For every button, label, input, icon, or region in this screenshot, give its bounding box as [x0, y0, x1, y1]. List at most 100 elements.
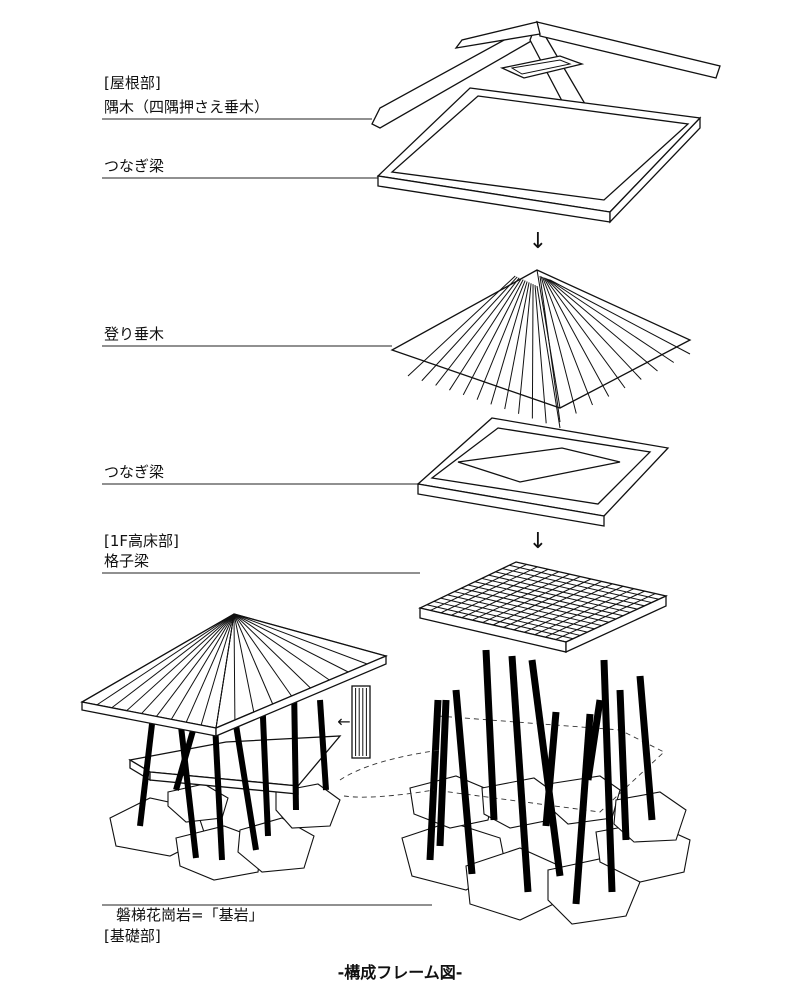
house-rafters — [81, 613, 387, 729]
lattice-line — [447, 594, 595, 630]
rafter-members — [407, 275, 691, 429]
rafter-member — [462, 279, 524, 396]
house-rafter — [233, 613, 274, 705]
label-foundation-section: [基礎部] — [104, 927, 161, 945]
top-ring-frame — [499, 55, 585, 79]
rafter-member — [476, 280, 526, 400]
house-rafter — [233, 613, 292, 697]
arrow-down-2: ↓ — [529, 529, 547, 554]
label-tie-beam-top: つなぎ梁 — [104, 157, 164, 175]
arrow-down-1: ↓ — [529, 229, 547, 254]
pile — [291, 685, 299, 811]
lattice-line — [433, 600, 581, 636]
label-tie-beam-middle: つなぎ梁 — [104, 463, 164, 481]
arrow-left: ← — [337, 712, 350, 731]
bedrock-right — [401, 649, 691, 925]
pile — [452, 689, 476, 875]
tie-beam-middle-front-face — [417, 483, 605, 527]
rafter-member — [545, 278, 642, 380]
rafter-member — [544, 277, 626, 389]
rafter-member — [548, 279, 675, 363]
rock-left-4 — [275, 783, 341, 829]
pile — [436, 699, 450, 847]
rock-left-3 — [237, 817, 315, 873]
house-rafter — [96, 613, 235, 706]
pile — [616, 689, 630, 841]
house-rafter — [170, 613, 235, 720]
label-roof-section: [屋根部] — [104, 74, 161, 92]
rafter-member — [542, 276, 593, 406]
house-rafter — [233, 613, 387, 657]
pile — [317, 699, 329, 791]
rafter-member — [547, 278, 658, 372]
rafter-member — [518, 283, 532, 414]
rafter-member — [449, 278, 522, 391]
rafter-member — [531, 284, 534, 419]
house-rafter — [233, 613, 255, 713]
house-rafter — [215, 613, 235, 729]
side-panel — [351, 685, 371, 759]
label-hip-rafter: 隅木（四隅押さえ垂木） — [104, 98, 269, 116]
pile — [528, 659, 564, 877]
assembled-house — [80, 613, 441, 881]
house-rafter — [141, 613, 235, 714]
pile — [572, 713, 594, 905]
pile — [426, 699, 442, 861]
lattice-beam — [418, 561, 669, 654]
rafter-member — [490, 281, 528, 405]
hip-rafter-back — [454, 21, 541, 49]
rafter-member — [504, 282, 530, 410]
house-rafter — [81, 613, 235, 703]
rafter-member — [435, 277, 520, 386]
lattice-line — [461, 587, 609, 623]
house-roof-eave-side — [215, 655, 387, 737]
house-rafter — [233, 613, 330, 681]
side-panel-lines — [355, 688, 367, 756]
rafter-member — [407, 275, 516, 377]
rafter-roof-outline — [390, 269, 692, 409]
tie-beam-top — [376, 87, 702, 224]
pile — [259, 693, 271, 837]
label-floor-section: [1F高床部] — [104, 532, 179, 550]
rafter-assembly — [390, 269, 692, 429]
lattice-line — [454, 591, 602, 627]
rafter-member — [421, 276, 518, 382]
house-rafter — [185, 613, 235, 723]
top-ring-inner — [510, 59, 572, 75]
label-granite: 磐梯花崗岩=「基岩」 — [116, 906, 264, 924]
label-rafters: 登り垂木 — [104, 325, 164, 343]
house-rafter — [233, 613, 311, 689]
piles-right — [426, 649, 656, 905]
pile — [600, 659, 616, 893]
house-rafter — [200, 613, 235, 726]
lattice-line — [544, 590, 645, 638]
rafter-member — [536, 285, 561, 429]
lattice-line — [534, 588, 635, 636]
house-rafter — [126, 613, 235, 712]
rafter-member — [534, 285, 547, 424]
house-rafter — [111, 613, 235, 709]
lattice-beam-side-face — [565, 594, 667, 654]
label-lattice-beam: 格子梁 — [104, 552, 149, 570]
pile — [482, 649, 498, 821]
lattice-line — [440, 597, 588, 633]
lattice-grid — [426, 563, 659, 641]
rafter-member — [539, 275, 561, 423]
lattice-line — [513, 583, 613, 631]
house-rafter — [233, 613, 349, 673]
rafter-member — [543, 277, 610, 397]
tie-beam-middle-core — [457, 447, 621, 483]
tie-beam-middle — [416, 417, 670, 527]
house-rafter — [233, 613, 236, 721]
lattice-line — [503, 580, 602, 628]
house-rafter — [156, 613, 235, 717]
lattice-line — [467, 584, 617, 620]
pile — [636, 675, 656, 821]
rafter-member — [549, 279, 691, 355]
lattice-line — [426, 604, 574, 640]
lattice-line — [524, 585, 624, 633]
pile — [542, 711, 560, 827]
caption: -構成フレーム図- — [338, 963, 463, 982]
house-rafter — [233, 613, 368, 665]
